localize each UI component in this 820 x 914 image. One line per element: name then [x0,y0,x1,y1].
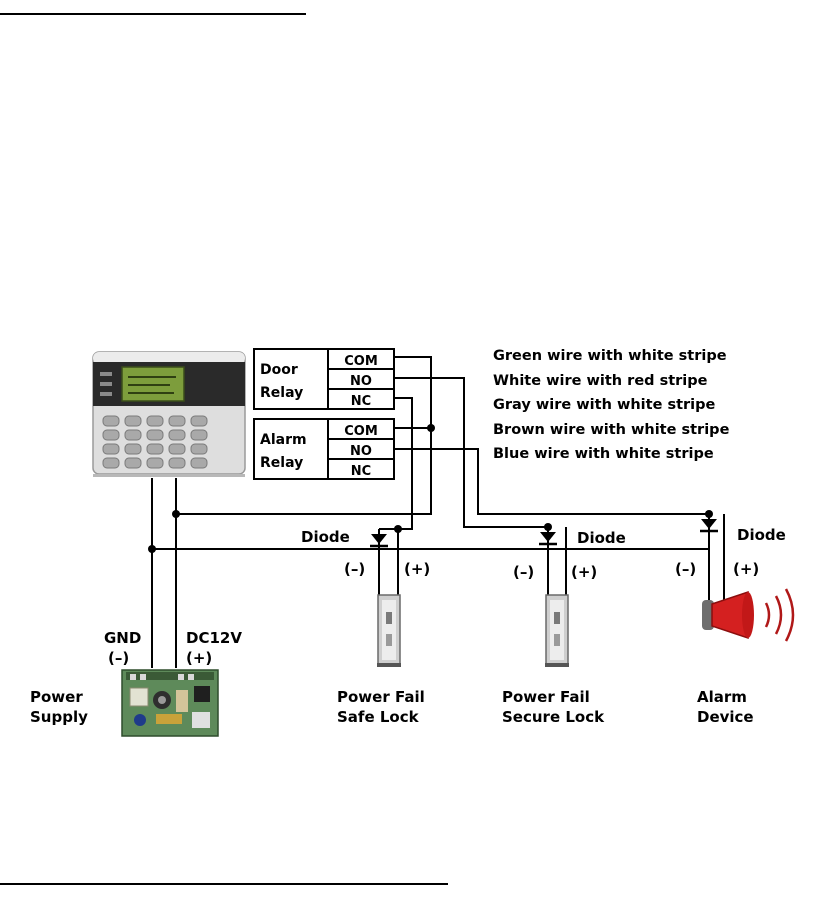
keypad-key [102,443,120,455]
alarm-plus-label: (+) [733,560,759,578]
diode-symbol-3 [700,519,718,533]
legend-line-3: Gray wire with white stripe [493,397,716,413]
keypad-key [146,429,164,441]
keypad-key [146,415,164,427]
keypad-key [168,457,186,469]
power-supply-label-line2: Supply [30,708,88,726]
keypad-key [168,443,186,455]
keypad-key [124,443,142,455]
lock1-label-line2: Safe Lock [337,708,420,726]
alarm-relay-pin-no: NO [350,444,372,459]
top-rule [0,13,306,15]
junction-gnd [148,545,156,553]
door-relay-pin-com: COM [344,354,378,369]
alarm-siren-image [702,588,795,642]
legend-line-1: Green wire with white stripe [493,348,727,364]
lock2-minus-label: (–) [513,563,534,581]
keypad-key [190,457,208,469]
wire-door-no [394,377,548,528]
junction-dc12v [172,510,180,518]
wire-door-com [176,356,432,515]
wire-junctions [148,424,713,553]
alarm-minus-label: (–) [675,560,696,578]
junction-com [427,424,435,432]
door-relay-pin-no: NO [350,374,372,389]
diode-label-3: Diode [737,526,786,544]
lock2-label-line1: Power Fail [502,688,590,706]
lock1-plus-label: (+) [404,560,430,578]
power-supply-label-line1: Power [30,688,83,706]
keypad-key [146,443,164,455]
wire-color-legend: Green wire with white stripe White wire … [493,348,730,462]
door-relay: Door Relay COM NO NC [253,348,395,410]
diode-symbol-2 [539,532,557,546]
alarm-label-line2: Device [697,708,754,726]
legend-line-2: White wire with red stripe [493,373,708,389]
wire-alarm-no [394,448,709,515]
keypad-key [124,415,142,427]
keypad-key [102,429,120,441]
gnd-sign-label: (–) [108,649,129,667]
alarm-relay: Alarm Relay COM NO NC [253,418,395,480]
keypad-key [102,457,120,469]
dc12v-label: DC12V [186,629,242,647]
alarm-relay-label-line1: Alarm [260,432,307,448]
diode-label-2: Diode [577,529,626,547]
keypad-key [124,429,142,441]
legend-line-5: Blue wire with white stripe [493,446,714,462]
keypad-key [124,457,142,469]
keypad-key [102,415,120,427]
diode-symbol-1 [370,528,398,548]
keypad-buttons [102,415,208,469]
door-relay-pin-nc: NC [351,394,371,409]
keypad-device [92,351,246,477]
dc12v-sign-label: (+) [186,649,212,667]
keypad-key [190,443,208,455]
keypad-key [190,415,208,427]
keypad-key [168,415,186,427]
gnd-label: GND [104,629,141,647]
junction-lock2-plus [544,523,552,531]
legend-line-4: Brown wire with white stripe [493,422,730,438]
keypad-key [146,457,164,469]
junction-alarm [705,510,713,518]
alarm-relay-pin-com: COM [344,424,378,439]
lock1-minus-label: (–) [344,560,365,578]
lock1-label-line1: Power Fail [337,688,425,706]
wires [151,356,725,668]
door-relay-label-line2: Relay [260,385,303,401]
alarm-label-line1: Alarm [697,688,747,706]
alarm-relay-pin-nc: NC [351,464,371,479]
diode-label-1: Diode [301,528,350,546]
lock2-label-line2: Secure Lock [502,708,605,726]
alarm-relay-label-line2: Relay [260,455,303,471]
bottom-rule [0,883,448,885]
wire-door-nc [394,397,413,530]
power-supply-board-image [121,669,219,737]
keypad-key [190,429,208,441]
power-fail-secure-lock-image [545,594,569,667]
power-fail-safe-lock-image [377,594,401,667]
door-relay-label-line1: Door [260,362,298,378]
keypad-key [168,429,186,441]
lock2-plus-label: (+) [571,563,597,581]
